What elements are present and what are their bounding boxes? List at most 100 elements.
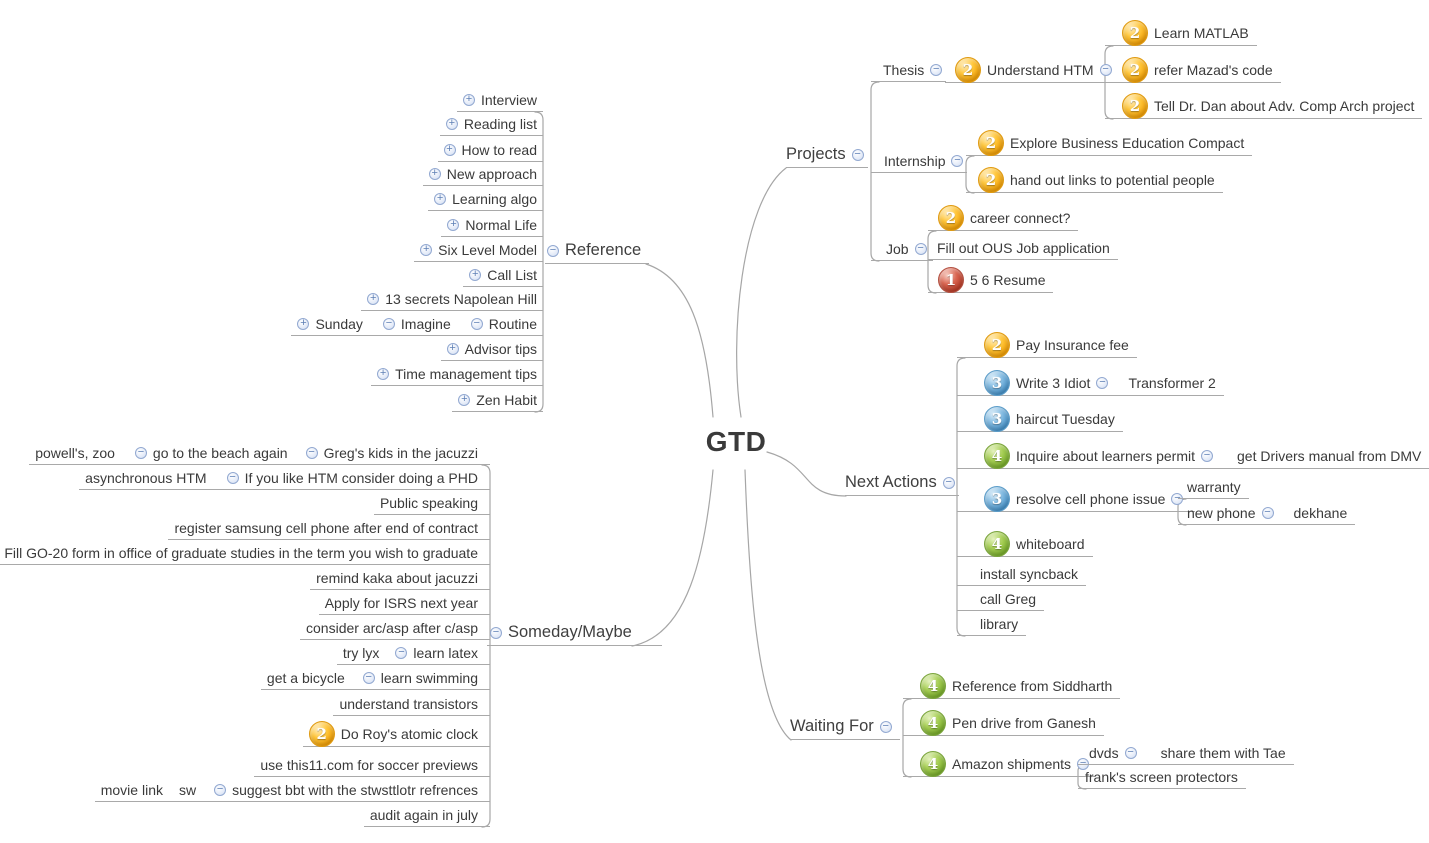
node-reference[interactable]: Reference	[565, 241, 642, 259]
node-apply-isrs[interactable]: Apply for ISRS next year	[324, 594, 478, 611]
expand-icon[interactable]: +	[462, 93, 475, 106]
node-get-bicycle[interactable]: get a bicycle	[266, 669, 345, 686]
node-share-tae[interactable]: share them with Tae	[1160, 744, 1286, 761]
node-suggest-bbt[interactable]: suggest bbt with the stwsttlotr refrence…	[232, 781, 478, 798]
expand-icon[interactable]: +	[367, 292, 380, 305]
node-use-this11[interactable]: use this11.com for soccer previews	[260, 756, 478, 773]
node-do-roys-clock[interactable]: Do Roy's atomic clock	[340, 725, 478, 742]
collapse-icon[interactable]: −	[1124, 746, 1137, 759]
node-six-level[interactable]: Six Level Model	[438, 241, 537, 258]
collapse-icon[interactable]: −	[395, 646, 408, 659]
node-zen-habit[interactable]: Zen Habit	[476, 391, 537, 408]
node-waiting-for[interactable]: Waiting For	[790, 717, 874, 735]
central-topic[interactable]: GTD	[705, 426, 767, 457]
collapse-icon[interactable]: −	[134, 446, 147, 459]
node-sunday[interactable]: Sunday	[315, 315, 363, 332]
node-call-list[interactable]: Call List	[487, 266, 537, 283]
node-go-beach[interactable]: go to the beach again	[152, 444, 288, 461]
node-library[interactable]: library	[980, 615, 1019, 632]
node-how-to-read[interactable]: How to read	[461, 141, 537, 158]
node-get-drivers[interactable]: get Drivers manual from DMV	[1237, 447, 1422, 464]
node-resume-56[interactable]: 5 6 Resume	[970, 271, 1046, 288]
expand-icon[interactable]: +	[447, 218, 460, 231]
node-learn-swimming[interactable]: learn swimming	[380, 669, 478, 686]
node-hand-out-links[interactable]: hand out links to potential people	[1010, 171, 1215, 188]
collapse-icon[interactable]: −	[879, 720, 892, 733]
expand-icon[interactable]: +	[469, 268, 482, 281]
node-powells[interactable]: powell's, zoo	[35, 444, 115, 461]
collapse-icon[interactable]: −	[362, 671, 375, 684]
collapse-icon[interactable]: −	[1201, 449, 1213, 462]
node-inquire-learners[interactable]: Inquire about learners permit	[1016, 447, 1195, 464]
expand-icon[interactable]: +	[443, 143, 456, 156]
collapse-icon[interactable]: −	[547, 244, 559, 257]
node-imagine[interactable]: Imagine	[400, 315, 451, 332]
node-interview[interactable]: Interview	[480, 91, 537, 108]
node-async-htm[interactable]: asynchronous HTM	[85, 469, 207, 486]
node-resolve-cell[interactable]: resolve cell phone issue	[1016, 490, 1166, 507]
node-understand-transistors[interactable]: understand transistors	[339, 695, 478, 712]
expand-icon[interactable]: +	[446, 342, 459, 355]
node-sw[interactable]: sw	[178, 781, 197, 798]
expand-icon[interactable]: +	[377, 367, 390, 380]
node-understand-htm[interactable]: Understand HTM	[987, 61, 1094, 78]
node-reading-list[interactable]: Reading list	[463, 115, 537, 132]
node-public-speaking[interactable]: Public speaking	[379, 494, 478, 511]
node-if-htm-phd[interactable]: If you like HTM consider doing a PHD	[244, 469, 478, 486]
collapse-icon[interactable]: −	[942, 476, 955, 489]
node-job[interactable]: Job	[886, 240, 909, 257]
node-movie-link[interactable]: movie link	[100, 781, 163, 798]
expand-icon[interactable]: +	[458, 393, 471, 406]
node-learn-latex[interactable]: learn latex	[413, 644, 478, 661]
collapse-icon[interactable]: −	[930, 63, 943, 76]
node-tell-dr-dan[interactable]: Tell Dr. Dan about Adv. Comp Arch projec…	[1154, 97, 1415, 114]
node-audit-july[interactable]: audit again in july	[369, 806, 478, 823]
node-install-syncback[interactable]: install syncback	[980, 565, 1079, 582]
node-consider-arc[interactable]: consider arc/asp after c/asp	[306, 619, 478, 636]
node-warranty[interactable]: warranty	[1187, 478, 1241, 495]
collapse-icon[interactable]: −	[1096, 376, 1109, 389]
node-internship[interactable]: Internship	[884, 152, 946, 169]
expand-icon[interactable]: +	[420, 243, 433, 256]
node-fill-go20[interactable]: Fill GO-20 form in office of graduate st…	[4, 544, 478, 561]
node-ref-siddharth[interactable]: Reference from Siddharth	[952, 677, 1113, 694]
node-normal-life[interactable]: Normal Life	[465, 216, 537, 233]
collapse-icon[interactable]: −	[914, 242, 927, 255]
collapse-icon[interactable]: −	[226, 471, 239, 484]
node-new-phone[interactable]: new phone	[1187, 504, 1256, 521]
collapse-icon[interactable]: −	[1261, 506, 1274, 519]
node-explore-bec[interactable]: Explore Business Education Compact	[1010, 134, 1245, 151]
node-career-connect[interactable]: career connect?	[970, 209, 1071, 226]
node-write-3-idiot[interactable]: Write 3 Idiot	[1016, 374, 1091, 391]
node-register-samsung[interactable]: register samsung cell phone after end of…	[174, 519, 478, 536]
node-franks[interactable]: frank's screen protectors	[1085, 768, 1238, 785]
node-new-approach[interactable]: New approach	[446, 165, 537, 182]
node-next-actions[interactable]: Next Actions	[845, 473, 937, 491]
node-fill-ous[interactable]: Fill out OUS Job application	[937, 239, 1110, 256]
node-try-lyx[interactable]: try lyx	[342, 644, 380, 661]
collapse-icon[interactable]: −	[305, 446, 318, 459]
expand-icon[interactable]: +	[428, 167, 441, 180]
node-someday[interactable]: Someday/Maybe	[508, 623, 632, 641]
node-thesis[interactable]: Thesis	[883, 61, 925, 78]
node-routine[interactable]: Routine	[488, 315, 537, 332]
collapse-icon[interactable]: −	[851, 148, 864, 161]
collapse-icon[interactable]: −	[490, 626, 502, 639]
node-pay-insurance[interactable]: Pay Insurance fee	[1016, 336, 1129, 353]
collapse-icon[interactable]: −	[470, 317, 483, 330]
node-refer-mazads-code[interactable]: refer Mazad's code	[1154, 61, 1273, 78]
node-remind-kaka[interactable]: remind kaka about jacuzzi	[316, 569, 478, 586]
node-haircut-tuesday[interactable]: haircut Tuesday	[1016, 410, 1115, 427]
node-whiteboard[interactable]: whiteboard	[1016, 535, 1085, 552]
node-learn-matlab[interactable]: Learn MATLAB	[1154, 24, 1249, 41]
node-call-greg[interactable]: call Greg	[980, 590, 1037, 607]
expand-icon[interactable]: +	[434, 192, 447, 205]
node-secrets-napolean[interactable]: 13 secrets Napolean Hill	[385, 290, 537, 307]
node-advisor-tips[interactable]: Advisor tips	[464, 340, 537, 357]
node-amazon[interactable]: Amazon shipments	[952, 755, 1072, 772]
expand-icon[interactable]: +	[445, 117, 458, 130]
collapse-icon[interactable]: −	[1099, 63, 1112, 76]
node-dvds[interactable]: dvds	[1089, 744, 1119, 761]
node-transformer-2[interactable]: Transformer 2	[1128, 374, 1216, 391]
collapse-icon[interactable]: −	[951, 154, 964, 167]
